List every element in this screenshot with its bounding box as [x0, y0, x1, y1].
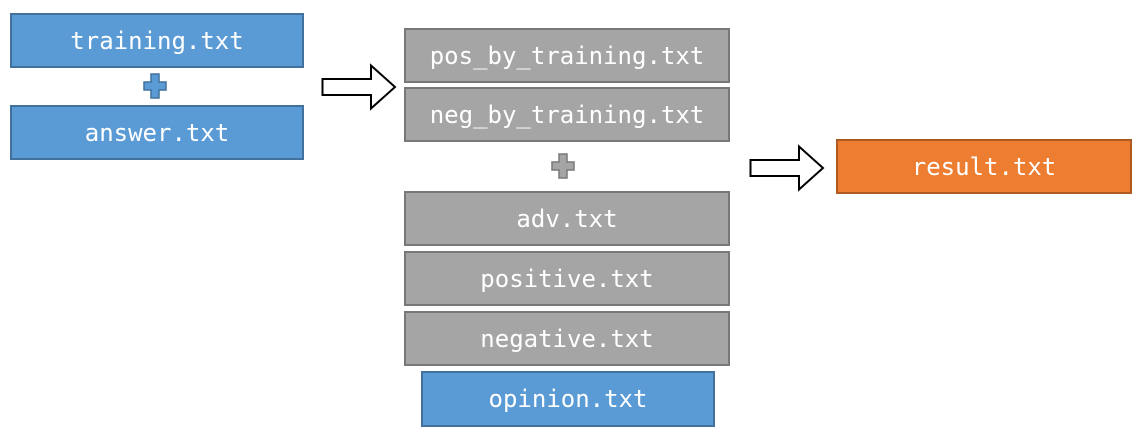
negative-file-box: negative.txt — [404, 311, 730, 366]
positive-file-label: positive.txt — [480, 264, 654, 293]
opinion-file-box: opinion.txt — [421, 371, 715, 427]
right-arrow-icon — [749, 144, 825, 192]
answer-file-label: answer.txt — [84, 118, 230, 147]
result-file-label: result.txt — [911, 152, 1057, 181]
adv-file-box: adv.txt — [404, 191, 730, 246]
plus-icon — [551, 153, 575, 179]
plus-icon — [143, 73, 167, 99]
neg-by-training-file-label: neg_by_training.txt — [429, 100, 705, 129]
neg-by-training-file-box: neg_by_training.txt — [404, 87, 730, 142]
pos-by-training-file-box: pos_by_training.txt — [404, 28, 730, 83]
negative-file-label: negative.txt — [480, 324, 654, 353]
answer-file-box: answer.txt — [10, 105, 304, 160]
training-file-label: training.txt — [70, 26, 244, 55]
training-file-box: training.txt — [10, 13, 304, 68]
result-file-box: result.txt — [836, 139, 1132, 194]
opinion-file-label: opinion.txt — [488, 385, 648, 413]
right-arrow-icon — [321, 63, 397, 111]
positive-file-box: positive.txt — [404, 251, 730, 306]
adv-file-label: adv.txt — [516, 204, 618, 233]
pos-by-training-file-label: pos_by_training.txt — [429, 41, 705, 70]
